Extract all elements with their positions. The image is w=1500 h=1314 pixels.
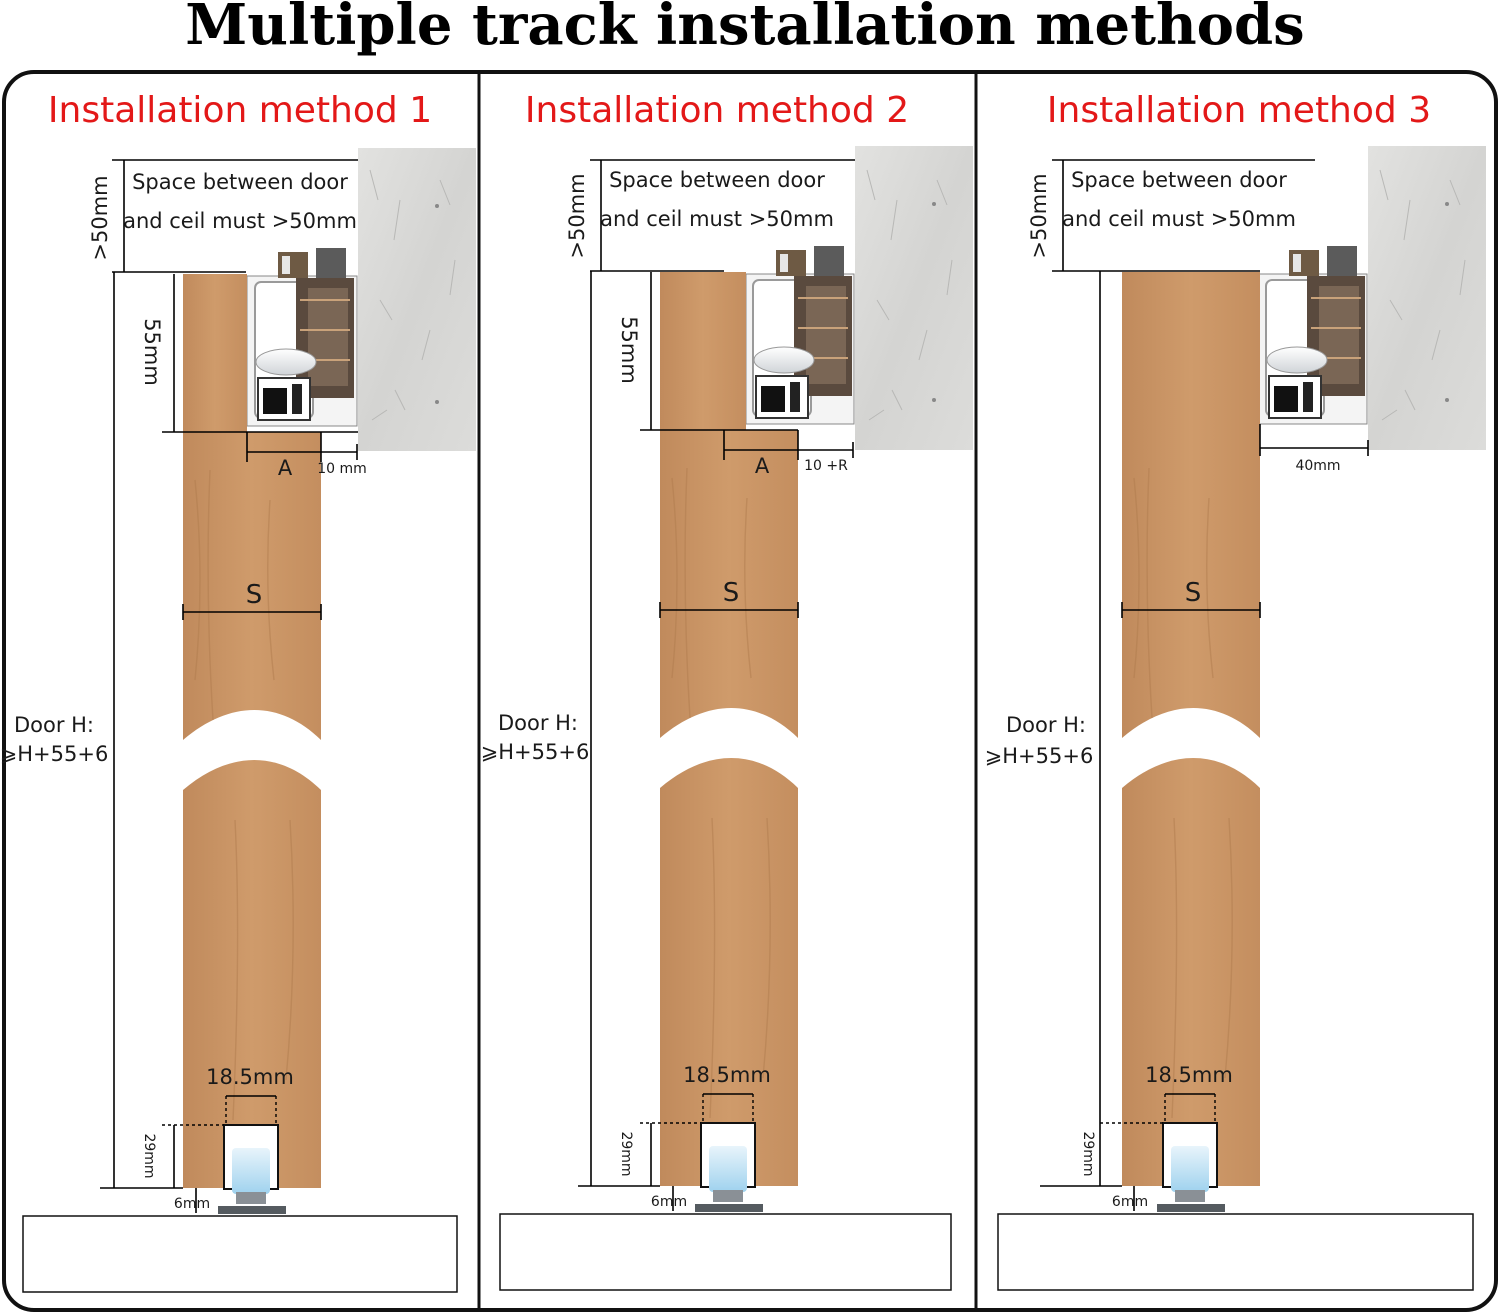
method-title: Installation method 3	[1047, 90, 1431, 131]
floor-block	[997, 1213, 1474, 1291]
height-label: 55mm	[140, 318, 164, 386]
bottom-guide	[695, 1122, 763, 1212]
floor-block	[499, 1213, 952, 1291]
space-note-line2: and ceil must >50mm	[600, 207, 834, 231]
offset-label: A	[755, 454, 770, 478]
door-h-formula: ⩾H+55+6	[481, 740, 590, 764]
ceiling-concrete	[358, 148, 476, 451]
side-label: 40mm	[1295, 458, 1340, 474]
page-title: Multiple track installation methods	[185, 0, 1304, 58]
ceiling-concrete	[855, 146, 973, 450]
track-hanger	[1258, 246, 1368, 425]
bottom-guide	[218, 1124, 286, 1214]
panel-method-2: Installation method 2 >50mm Space betwee…	[481, 90, 973, 1291]
side-label: 10 +R	[804, 458, 848, 474]
width-label: S	[1185, 578, 1202, 608]
bottom-gap-label: 6mm	[1112, 1194, 1148, 1210]
gap-label: >50mm	[88, 175, 112, 260]
door-h-formula: ⩾H+55+6	[985, 744, 1094, 768]
side-label: 10 mm	[317, 461, 367, 477]
door-h-label: Door H:	[14, 713, 94, 737]
guide-depth-label: 29mm	[1080, 1131, 1096, 1176]
bottom-gap-label: 6mm	[651, 1194, 687, 1210]
panel-method-1: Installation method 1 >50mm Space betwee…	[0, 90, 476, 1293]
door-slab	[183, 274, 321, 1188]
space-note-line1: Space between door	[1071, 168, 1287, 192]
door-h-formula: ⩾H+55+6	[0, 742, 108, 766]
space-note-line2: and ceil must >50mm	[1062, 207, 1296, 231]
method-title: Installation method 2	[525, 90, 909, 131]
guide-width-label: 18.5mm	[206, 1065, 294, 1089]
track-hanger	[745, 246, 855, 425]
width-label: S	[246, 580, 263, 610]
ceiling-concrete	[1368, 146, 1486, 450]
door-slab	[1122, 272, 1260, 1186]
panel-method-3: Installation method 3 >50mm Space betwee…	[985, 90, 1486, 1291]
bottom-gap-label: 6mm	[174, 1196, 210, 1212]
height-label: 55mm	[617, 316, 641, 384]
bottom-guide	[1157, 1122, 1225, 1212]
track-hanger	[246, 248, 358, 427]
floor-block	[22, 1215, 458, 1293]
door-h-label: Door H:	[1006, 713, 1086, 737]
offset-label: A	[278, 456, 293, 480]
width-label: S	[723, 578, 740, 608]
guide-depth-label: 29mm	[141, 1133, 157, 1178]
door-h-label: Door H:	[498, 711, 578, 735]
gap-label: >50mm	[1027, 173, 1051, 258]
door-slab	[660, 272, 798, 1186]
gap-label: >50mm	[565, 173, 589, 258]
space-note-line1: Space between door	[132, 170, 348, 194]
guide-width-label: 18.5mm	[683, 1063, 771, 1087]
space-note-line2: and ceil must >50mm	[123, 209, 357, 233]
concrete-texture	[369, 169, 456, 421]
concrete-texture	[1379, 169, 1466, 421]
method-title: Installation method 1	[48, 90, 432, 131]
guide-depth-label: 29mm	[618, 1131, 634, 1176]
guide-width-label: 18.5mm	[1145, 1063, 1233, 1087]
concrete-texture	[866, 169, 953, 421]
outer-frame	[2, 70, 1498, 1312]
space-note-line1: Space between door	[609, 168, 825, 192]
